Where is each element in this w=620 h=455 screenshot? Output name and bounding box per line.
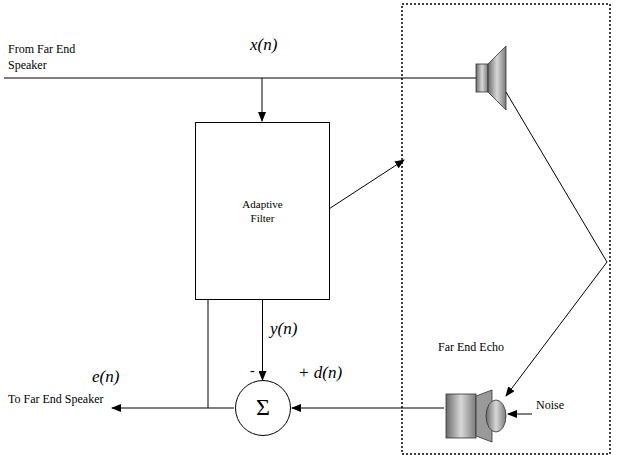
input-wire xyxy=(4,78,476,79)
signal-source-label: From Far End Speaker xyxy=(8,42,108,73)
echo-path xyxy=(506,92,607,262)
adaptive-filter-box: Adaptive Filter xyxy=(195,122,330,300)
filter-input-wire xyxy=(262,78,263,121)
echo-path xyxy=(506,262,607,396)
summing-junction: Σ xyxy=(235,380,291,436)
signal-name: e(n) xyxy=(92,366,142,388)
sign-label: - xyxy=(250,362,262,380)
signal-name: x(n) xyxy=(250,34,300,56)
noise-arrow xyxy=(508,414,532,415)
signal-connector xyxy=(262,300,263,380)
node-text: Adaptive Filter xyxy=(233,197,293,226)
mic-wire xyxy=(292,408,444,409)
output-wire xyxy=(112,408,234,409)
noise-label: Noise xyxy=(536,398,596,414)
echo-label: Far End Echo xyxy=(436,340,506,356)
signal-name: + d(n) xyxy=(298,362,368,384)
node-text: Σ xyxy=(256,392,270,423)
microphone-symbol xyxy=(446,390,506,442)
signal-name: y(n) xyxy=(270,318,320,340)
speaker-symbol xyxy=(476,46,506,110)
room-boundary xyxy=(402,4,610,454)
signal-destination-label: To Far End Speaker xyxy=(8,392,108,408)
